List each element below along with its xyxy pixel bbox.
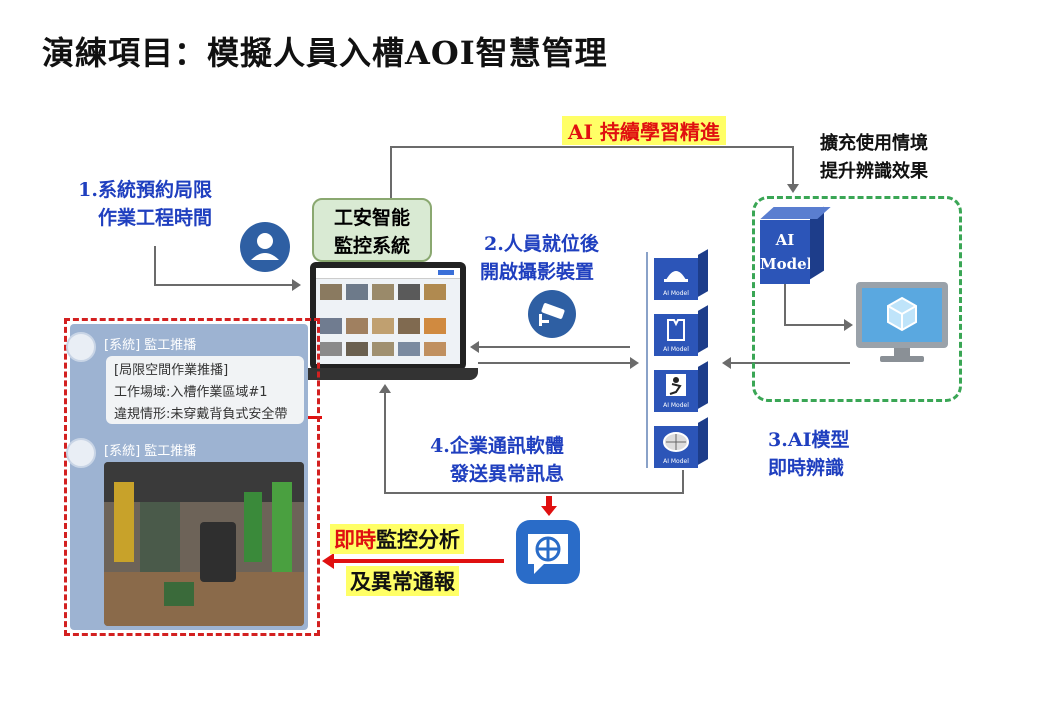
chat-panel[interactable]: [系統] 監工推播 [局限空間作業推播] 工作場域:入槽作業區域#1 違規情形:…	[66, 324, 308, 630]
helmet-cube: AI Model	[654, 258, 698, 300]
caption-red-word: 即時	[334, 527, 376, 552]
monitor-cube-icon	[856, 282, 948, 348]
step4-text: 4.企業通訊軟體 發送異常訊息	[430, 432, 564, 488]
cube-monitor-line-h	[784, 324, 846, 326]
step1-text: 1.系統預約局限 作業工程時間	[70, 176, 212, 232]
caption-line1: 即時監控分析	[330, 524, 464, 554]
arrow-right-icon	[292, 279, 301, 291]
step1-line2: 作業工程時間	[98, 207, 213, 229]
system-box: 工安智能 監控系統	[312, 198, 432, 262]
manhole-cube-label: AI Model	[663, 458, 689, 465]
page-title: 演練項目：模擬人員入槽AOI智慧管理	[42, 34, 608, 72]
fall-cube-label: AI Model	[663, 402, 689, 409]
expand-note: 擴充使用情境 提升辨識效果	[820, 130, 928, 186]
link-line-2	[478, 362, 630, 364]
red-connector	[308, 416, 322, 419]
bottom-line-right	[682, 470, 684, 494]
cube-side	[698, 417, 708, 465]
chat-header-1: [系統] 監工推播	[104, 338, 197, 353]
step2-line1: 2.人員就位後	[484, 233, 599, 255]
step4-line2: 發送異常訊息	[450, 463, 565, 485]
expand-note-line2: 提升辨識效果	[820, 161, 928, 182]
arrow-down-icon	[787, 184, 799, 193]
arrow-right-icon	[844, 319, 853, 331]
expand-note-line1: 擴充使用情境	[820, 133, 928, 154]
arrow-up-icon	[379, 384, 391, 393]
site-photo[interactable]	[104, 462, 304, 626]
chat-line-2: 工作場域:入槽作業區域#1	[114, 385, 268, 400]
cube-side	[698, 305, 708, 353]
step2-text: 2.人員就位後 開啟攝影裝置	[480, 230, 599, 286]
avatar	[66, 438, 96, 468]
helmet-cube-label: AI Model	[663, 290, 689, 297]
vest-cube: AI Model	[654, 314, 698, 356]
step3-text: 3.AI模型 即時辨識	[768, 426, 849, 482]
chat-header-2: [系統] 監工推播	[104, 444, 197, 459]
step3-line2: 即時辨識	[768, 457, 845, 479]
arrow-left-icon	[470, 341, 479, 353]
link-line-1	[478, 346, 630, 348]
ai-model-region	[752, 196, 962, 402]
bottom-line-left	[384, 392, 386, 494]
dashboard-screenshot	[316, 268, 460, 364]
chat-line-1: [局限空間作業推播]	[114, 363, 229, 378]
messenger-icon[interactable]	[516, 520, 580, 584]
step1-line1: 1.系統預約局限	[78, 179, 213, 201]
monitor-stand	[894, 348, 910, 358]
chat-region	[64, 318, 320, 636]
laptop-base	[298, 368, 478, 380]
system-box-line1: 工安智能	[333, 207, 410, 229]
step3-line1: 3.AI模型	[768, 429, 850, 451]
red-arrow-down-icon	[541, 506, 557, 516]
step1-line-v	[154, 246, 156, 286]
system-box-line2: 監控系統	[333, 235, 410, 257]
loop-line-top	[390, 146, 794, 148]
ai-model-cube-line1: AI	[775, 231, 795, 249]
caption-line2: 及異常通報	[346, 566, 459, 596]
step4-line1: 4.企業通訊軟體	[430, 435, 564, 457]
ai-learning-label: AI 持續學習精進	[562, 116, 726, 145]
camera-icon	[528, 290, 576, 338]
loop-line-left	[390, 146, 392, 198]
chat-line-3: 違規情形:未穿戴背負式安全帶	[114, 407, 288, 422]
step1-line-h	[154, 284, 294, 286]
vest-cube-label: AI Model	[663, 346, 689, 353]
red-arrow-line	[334, 559, 504, 563]
cube-side	[698, 249, 708, 297]
fall-cube: AI Model	[654, 370, 698, 412]
manhole-cube: AI Model	[654, 426, 698, 468]
step2-line2: 開啟攝影裝置	[480, 261, 595, 283]
loop-line-right	[792, 146, 794, 188]
red-arrow-left-icon	[322, 553, 334, 569]
bottom-line	[384, 492, 684, 494]
red-arrow-stem	[546, 496, 552, 508]
arrow-left-icon	[722, 357, 731, 369]
avatar	[66, 332, 96, 362]
monitor-foot	[880, 356, 924, 362]
model-link-line	[730, 362, 850, 364]
caption-line1-text: 監控分析	[376, 527, 460, 552]
ai-model-cube: AI Model	[760, 220, 813, 284]
cube-stack-rail	[646, 252, 648, 468]
arrow-right-icon	[630, 357, 639, 369]
chat-message: [局限空間作業推播] 工作場域:入槽作業區域#1 違規情形:未穿戴背負式安全帶	[106, 356, 304, 424]
ai-model-cube-line2: Model	[760, 255, 813, 273]
cube-side	[698, 361, 708, 409]
laptop-screen	[310, 262, 466, 370]
cube-monitor-line-v	[784, 284, 786, 326]
user-icon	[240, 222, 290, 272]
